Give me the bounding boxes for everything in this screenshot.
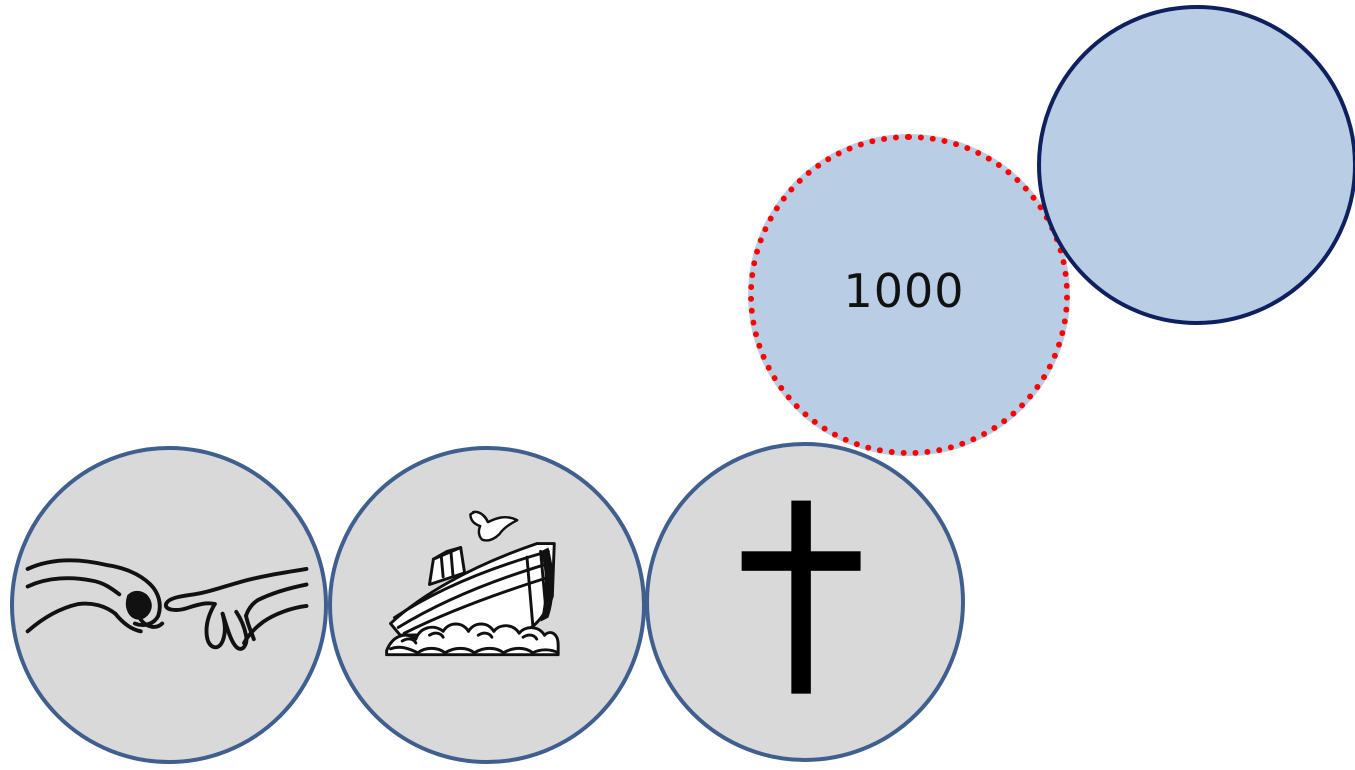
cross-circle[interactable] [645,442,965,762]
cross-icon [741,500,861,694]
flood-circle[interactable] [328,446,646,764]
circle-label: 1000 [843,264,965,318]
hands-touching-icon [25,558,309,651]
empty-circle[interactable] [1037,5,1355,325]
highlighted-circle[interactable]: 1000 [748,134,1070,456]
ark-and-dove-icon [385,510,560,657]
creation-circle[interactable] [10,446,328,764]
